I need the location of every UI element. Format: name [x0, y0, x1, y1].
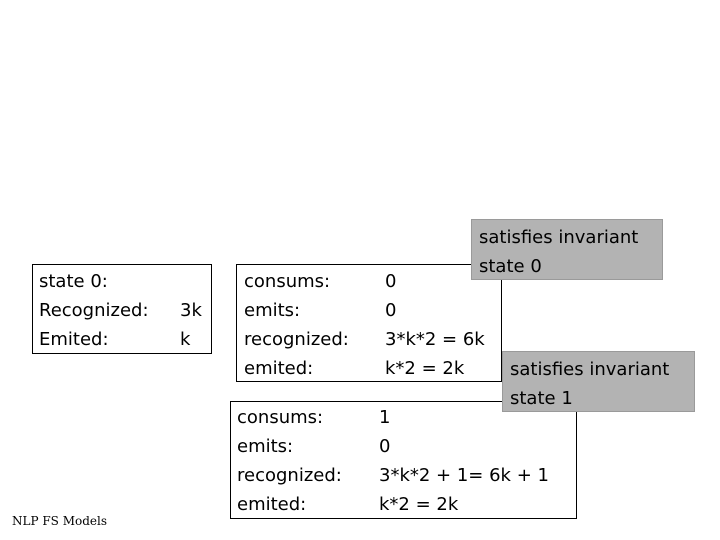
note-line-2: state 0 — [479, 256, 542, 277]
emits-value: 0 — [379, 436, 391, 457]
emits-label: emits: — [237, 436, 294, 457]
footer-text: NLP FS Models — [12, 514, 108, 528]
recognized-label: recognized: — [237, 465, 342, 486]
recognized-label: recognized: — [244, 329, 349, 350]
emited-label: emited: — [244, 358, 314, 379]
recognized-value: 3k — [180, 300, 202, 321]
recognized-value: 3*k*2 = 6k — [385, 329, 485, 350]
consums-label: consums: — [237, 407, 324, 428]
consums-value: 1 — [379, 407, 391, 428]
note-line-2: state 1 — [510, 388, 573, 409]
invariant-note-state-1: satisfies invariant state 1 — [502, 351, 695, 412]
state-0-box: state 0: Recognized: 3k Emited: k — [32, 264, 212, 354]
emited-value: k*2 = 2k — [379, 494, 459, 515]
note-line-1: satisfies invariant — [510, 359, 670, 380]
transition-1-box: consums: 1 emits: 0 recognized: 3*k*2 + … — [230, 401, 577, 519]
emited-value: k — [180, 329, 191, 350]
consums-value: 0 — [385, 271, 397, 292]
note-line-1: satisfies invariant — [479, 227, 639, 248]
emits-label: emits: — [244, 300, 301, 321]
emits-value: 0 — [385, 300, 397, 321]
state-0-title: state 0: — [39, 271, 108, 292]
invariant-note-state-0: satisfies invariant state 0 — [471, 219, 663, 280]
transition-0-box: consums: 0 emits: 0 recognized: 3*k*2 = … — [236, 264, 502, 382]
recognized-value: 3*k*2 + 1= 6k + 1 — [379, 465, 549, 486]
emited-label: Emited: — [39, 329, 109, 350]
recognized-label: Recognized: — [39, 300, 149, 321]
consums-label: consums: — [244, 271, 331, 292]
emited-value: k*2 = 2k — [385, 358, 465, 379]
emited-label: emited: — [237, 494, 307, 515]
